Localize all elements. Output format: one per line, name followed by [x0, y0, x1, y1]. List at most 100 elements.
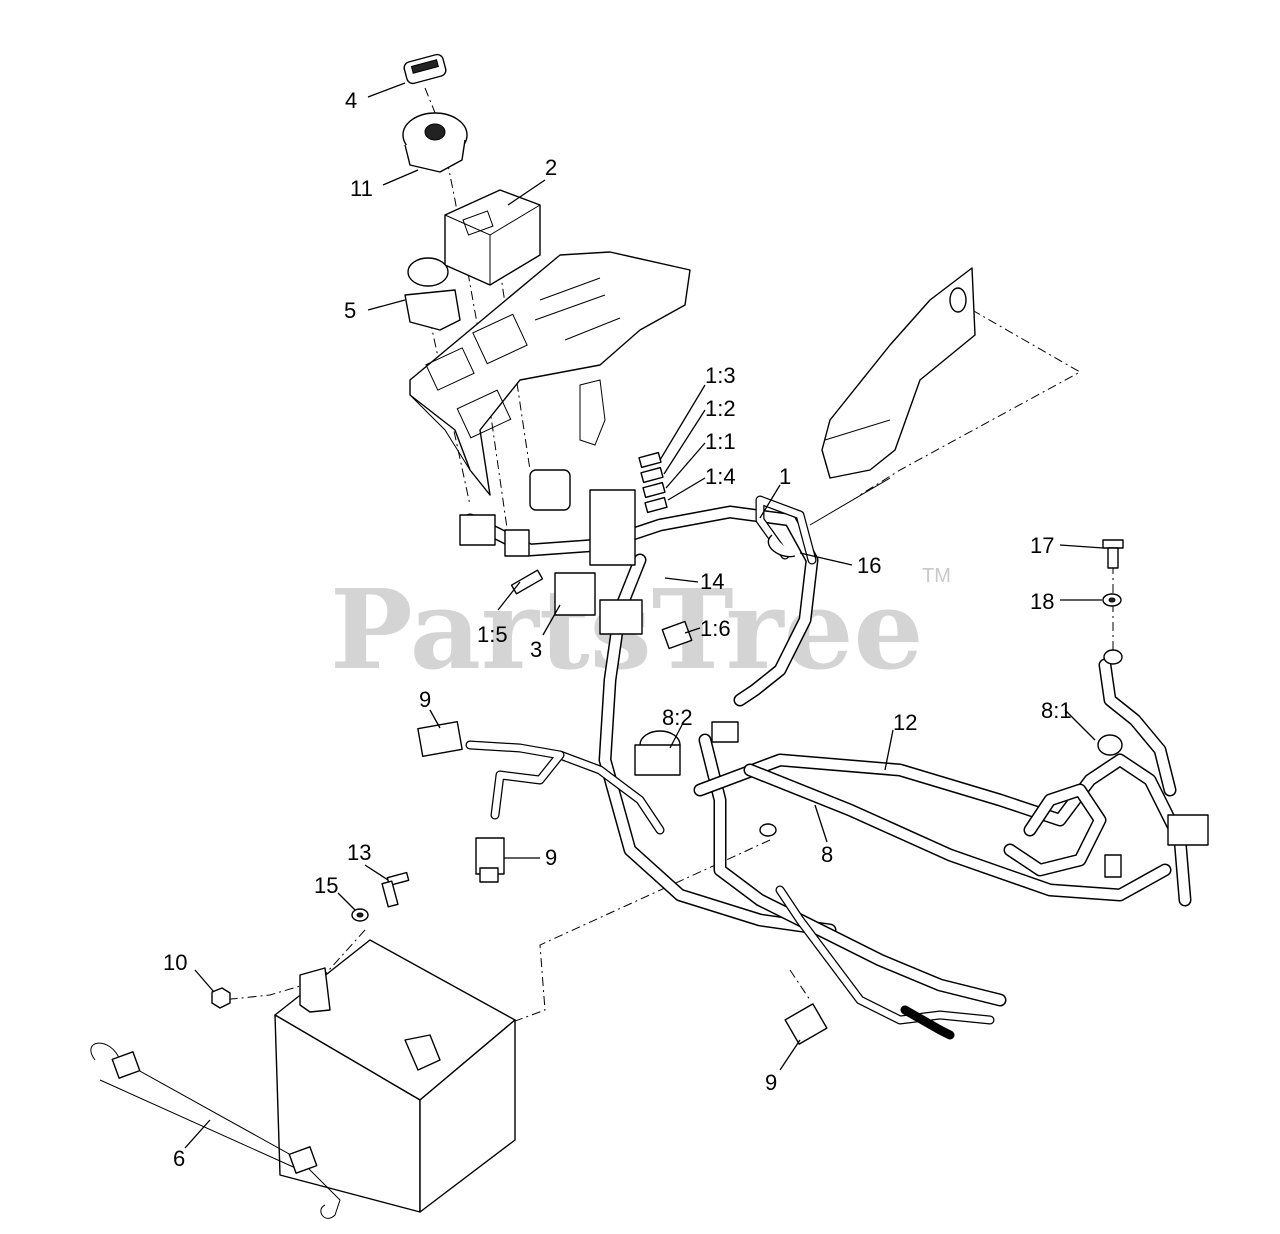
fuse-1-4 — [644, 496, 668, 514]
leader-6 — [184, 1119, 211, 1149]
callout-13: 13 — [347, 840, 371, 865]
assembly-line-switch-9c — [789, 969, 811, 1001]
bracket-rod — [809, 477, 891, 526]
connector-center — [711, 721, 739, 743]
battery-side — [419, 1019, 516, 1213]
leader-1-1 — [665, 442, 706, 489]
callout-labels: 4 11 2 5 1:3 1:2 1:1 1:4 1 16 17 18 1:5 … — [163, 88, 1072, 1171]
plate-edge — [409, 394, 471, 471]
callout-5: 5 — [344, 298, 356, 323]
boot-8-2-body — [634, 744, 681, 776]
callout-1-3: 1:3 — [705, 363, 736, 388]
harness-connectors — [417, 451, 1209, 1045]
callout-1-6: 1:6 — [700, 616, 731, 641]
connector-1-6 — [661, 620, 693, 650]
leader-1-4 — [667, 477, 706, 501]
callout-15: 15 — [314, 873, 338, 898]
assembly-line-battery-positive — [409, 839, 771, 1061]
leader-1-2 — [663, 409, 706, 475]
harness-tail-end — [900, 1005, 955, 1040]
callout-16: 16 — [857, 553, 881, 578]
callout-4: 4 — [345, 88, 357, 113]
plate-cutout-right — [472, 313, 528, 365]
callout-17: 17 — [1030, 533, 1054, 558]
bracket-body — [821, 267, 976, 479]
ring-terminal-8 — [759, 823, 777, 837]
callout-11: 11 — [350, 176, 373, 201]
watermark-trademark: TM — [922, 565, 951, 587]
safety-switch-9c — [784, 1003, 828, 1045]
fuse-1-2 — [640, 466, 664, 484]
bracket-hole — [949, 287, 967, 313]
leader-1-3 — [659, 384, 706, 461]
harness-switch-lead-bottom — [775, 885, 995, 1025]
plate-cutout-left — [425, 347, 475, 391]
callout-2: 2 — [545, 155, 557, 180]
hour-meter-display — [462, 210, 494, 236]
leader-8 — [814, 804, 828, 843]
fuse-1-3 — [638, 451, 662, 469]
leader-5 — [367, 299, 406, 311]
callout-9-c: 9 — [765, 1070, 777, 1095]
plate-tab — [579, 379, 606, 446]
leader-11 — [382, 169, 419, 186]
nut-10 — [211, 987, 231, 1009]
leader-16 — [799, 552, 853, 566]
leader-9c — [779, 1039, 801, 1071]
washer-18-hole — [1108, 597, 1116, 603]
callout-9-b: 9 — [545, 845, 557, 870]
side-bracket — [809, 267, 976, 526]
leader-14 — [664, 577, 699, 583]
relay-socket — [599, 599, 643, 635]
leader-1-5 — [497, 581, 521, 611]
plate-slots — [534, 277, 621, 341]
relay — [554, 572, 596, 616]
safety-switch-9a — [417, 721, 463, 757]
callout-10: 10 — [163, 950, 187, 975]
bracket-fold — [824, 419, 891, 441]
assembly-line-battery-negative — [221, 929, 366, 1001]
pto-switch-knob — [407, 257, 449, 287]
leader-2 — [507, 179, 546, 206]
leader-13 — [364, 864, 389, 881]
callout-8-2: 8:2 — [662, 705, 693, 730]
callout-14: 14 — [700, 569, 724, 594]
battery-positive-terminal — [404, 1034, 441, 1071]
key — [403, 53, 447, 85]
ring-terminal-8-1 — [1103, 649, 1123, 665]
callout-6: 6 — [173, 1146, 185, 1171]
callout-1-4: 1:4 — [705, 464, 736, 489]
bolt-17-head — [1102, 539, 1124, 549]
fasteners — [211, 539, 1124, 1009]
connector-key — [504, 529, 530, 557]
rod-lower-line — [99, 1079, 301, 1171]
callout-3: 3 — [530, 637, 542, 662]
leader-8-1 — [1064, 709, 1096, 741]
leader-lines — [184, 82, 1104, 1149]
ignition-switch-body — [404, 139, 466, 173]
pto-switch-body — [404, 289, 461, 331]
connector-right — [1167, 814, 1209, 846]
callout-1-2: 1:2 — [705, 396, 736, 421]
fuse-block — [589, 489, 636, 566]
assembly-line-pto — [429, 319, 471, 506]
harness-lower-branch — [698, 733, 1007, 1007]
battery-negative-terminal — [299, 967, 331, 1013]
leader-1-6 — [684, 627, 701, 634]
hour-meter-edges — [444, 204, 541, 285]
safety-switch-9b-base — [479, 867, 499, 883]
bolt-13-shank — [381, 880, 399, 908]
leader-1 — [759, 484, 781, 519]
callout-1: 1 — [779, 464, 791, 489]
ignition-switch — [402, 112, 468, 173]
leader-3 — [542, 604, 561, 636]
connector-pto — [459, 514, 496, 546]
callout-18: 18 — [1030, 589, 1054, 614]
connector-hourmeter — [529, 469, 571, 511]
rod-clip-right — [288, 1146, 318, 1174]
hour-meter — [444, 189, 541, 286]
leader-15 — [337, 892, 356, 911]
callout-9-a: 9 — [419, 687, 431, 712]
leader-10 — [194, 969, 215, 993]
connector-lower-right — [1104, 854, 1122, 878]
